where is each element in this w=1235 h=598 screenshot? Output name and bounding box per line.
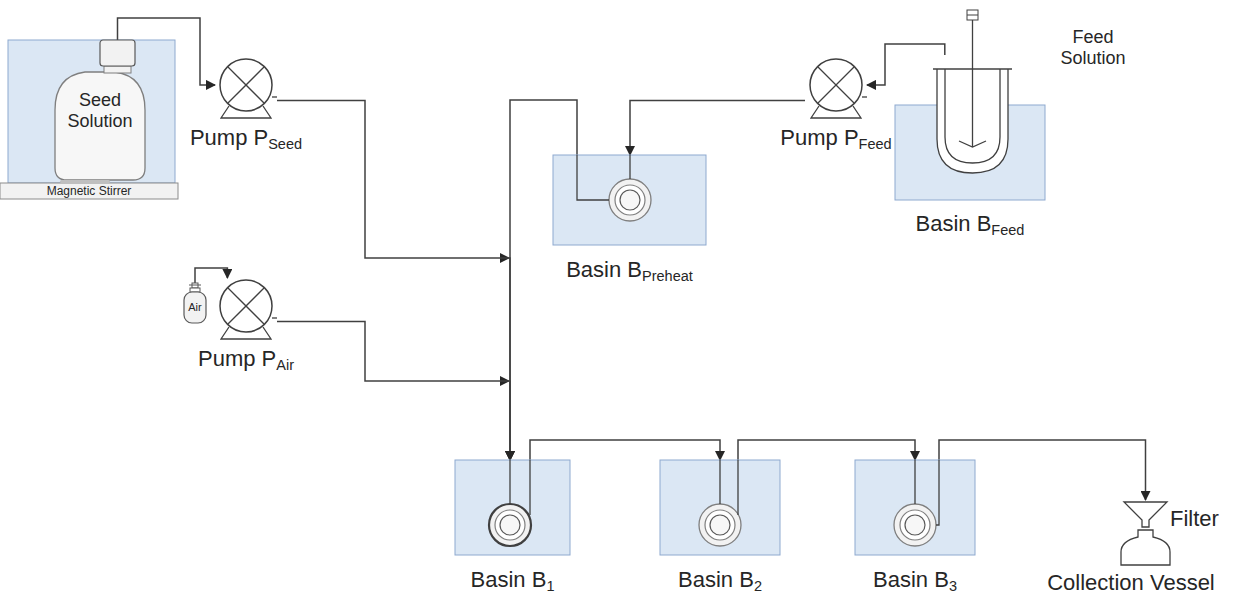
node-label: Seed Solution	[50, 90, 150, 131]
magnetic-stirrer: Magnetic Stirrer	[0, 183, 178, 199]
preheat-basin-shape	[553, 155, 706, 245]
pipe-connector	[867, 44, 945, 85]
pipe-connector	[630, 100, 805, 155]
node-label: Basin BPreheat	[528, 257, 731, 282]
node-label: Air	[179, 301, 211, 314]
pipe-connector	[195, 268, 227, 283]
pump-symbol-shape	[805, 57, 867, 119]
pump-symbol: Pump PAir	[215, 278, 277, 340]
seed-bottle: Seed Solution	[50, 40, 150, 182]
node-label: Basin B2	[650, 567, 790, 592]
feed-reactor: Feed Solution	[935, 55, 1010, 175]
node-label: Pump PAir	[185, 346, 307, 371]
feed-reactor-shape	[935, 55, 1010, 175]
pipe-connector	[277, 100, 510, 460]
air-bottle: Air	[183, 283, 207, 323]
pump-symbol: Pump PFeed	[805, 57, 867, 119]
node-label: Basin B3	[845, 567, 985, 592]
reaction-basin: Basin B2	[660, 460, 780, 555]
pipe-connector	[277, 321, 510, 460]
pipe-connector	[530, 440, 720, 460]
filter-collection: FilterCollection Vessel	[1118, 500, 1173, 566]
node-label: Pump PSeed	[185, 125, 307, 150]
node-label: Basin B1	[445, 567, 580, 592]
reaction-basin-shape	[660, 460, 780, 555]
reaction-basin: Basin B1	[455, 460, 570, 555]
filter-collection-shape	[1118, 500, 1173, 566]
node-label: Feed Solution	[1047, 27, 1139, 68]
node-label: Magnetic Stirrer	[0, 183, 178, 199]
reaction-basin-shape	[855, 460, 975, 555]
node-label: Basin BFeed	[885, 211, 1055, 236]
pump-symbol-shape	[215, 278, 277, 340]
water-bath	[8, 40, 175, 183]
pump-symbol: Pump PSeed	[215, 57, 277, 119]
node-label: Pump PFeed	[775, 125, 897, 150]
preheat-basin: Basin BPreheat	[553, 155, 706, 245]
reaction-basin-shape	[455, 460, 570, 555]
pump-symbol-shape	[215, 57, 277, 119]
pipe-connector	[738, 440, 915, 460]
reaction-basin: Basin B3	[855, 460, 975, 555]
node-label: Collection Vessel	[1026, 570, 1235, 595]
feed-basin: Basin BFeedFeed Solution	[895, 105, 1045, 200]
node-label: Filter	[1170, 506, 1232, 531]
